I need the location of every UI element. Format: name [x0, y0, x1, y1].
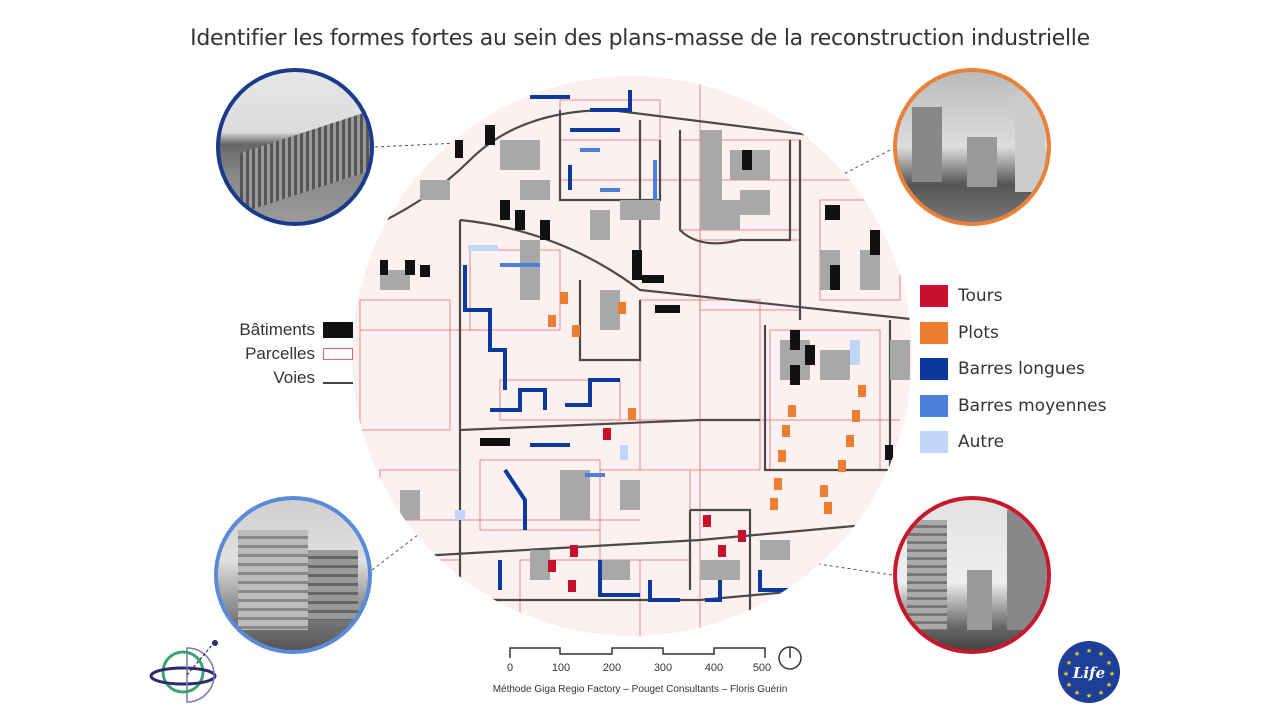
buildings [380, 125, 893, 460]
svg-text:★: ★ [1074, 650, 1080, 658]
legend-label: Barres moyennes [958, 395, 1107, 416]
barre-moyenne-photo [214, 496, 372, 654]
scale-bar: 0 100 200 300 400 500 [507, 646, 802, 674]
base-map-legend: Bâtiments Parcelles Voies [215, 318, 353, 390]
roads [352, 108, 912, 631]
legend-label: Plots [958, 322, 999, 343]
legend-label: Parcelles [245, 344, 315, 363]
svg-text:★: ★ [1086, 692, 1092, 700]
legend-label: Voies [273, 368, 315, 387]
svg-text:★: ★ [1066, 659, 1072, 667]
scale-tick: 100 [552, 662, 570, 674]
svg-text:★: ★ [1098, 689, 1104, 697]
barres-moyennes-swatch [920, 394, 948, 417]
svg-text:★: ★ [1086, 647, 1092, 655]
slide-title: Identifier les formes fortes au sein des… [190, 26, 1090, 51]
typology-legend: Tours Plots Barres longues Barres moyenn… [920, 278, 1106, 461]
legend-item-parcelles: Parcelles [215, 342, 353, 366]
legend-label: Barres longues [958, 359, 1085, 380]
plots-swatch [920, 321, 948, 344]
barres-moyennes [500, 148, 657, 477]
tours [548, 428, 746, 592]
svg-text:★: ★ [1106, 681, 1112, 689]
scale-tick: 200 [603, 662, 621, 674]
scale-tick: 500 [753, 662, 771, 674]
scale-tick: 400 [705, 662, 723, 674]
life-logo-text: Life [1072, 664, 1105, 682]
tours-photo [893, 496, 1051, 654]
plots [548, 292, 866, 514]
autre-swatch [920, 431, 948, 454]
barres-longues [463, 90, 790, 602]
eu-life-logo: ★★★★★★ ★★★★★★ Life [1058, 641, 1120, 703]
autre-buildings [455, 245, 860, 520]
plots-photo [893, 68, 1051, 226]
legend-item-autre: Autre [920, 424, 1106, 461]
svg-text:★: ★ [1063, 670, 1069, 678]
legend-item-barres-moyennes: Barres moyennes [920, 388, 1106, 425]
svg-text:★: ★ [1074, 689, 1080, 697]
svg-text:★: ★ [1098, 650, 1104, 658]
scale-tick: 0 [507, 662, 513, 674]
road-swatch [323, 382, 353, 384]
legend-item-plots: Plots [920, 315, 1106, 352]
svg-text:★: ★ [1106, 659, 1112, 667]
scale-tick: 300 [654, 662, 672, 674]
svg-text:★: ★ [1109, 670, 1115, 678]
giga-regio-logo [149, 640, 218, 703]
building-swatch [323, 322, 353, 338]
legend-item-voies: Voies [215, 366, 353, 390]
barre-longue-photo [216, 68, 374, 226]
parcel-swatch [323, 348, 353, 360]
barres-longues-swatch [920, 358, 948, 381]
legend-item-batiments: Bâtiments [215, 318, 353, 342]
legend-label: Autre [958, 432, 1005, 453]
legend-item-barres-longues: Barres longues [920, 351, 1106, 388]
legend-item-tours: Tours [920, 278, 1106, 315]
north-arrow-icon [778, 646, 802, 670]
tours-swatch [920, 285, 948, 308]
legend-label: Bâtiments [239, 320, 315, 339]
svg-text:★: ★ [1066, 681, 1072, 689]
credit-line: Méthode Giga Regio Factory – Pouget Cons… [492, 684, 788, 695]
legend-label: Tours [958, 286, 1003, 307]
